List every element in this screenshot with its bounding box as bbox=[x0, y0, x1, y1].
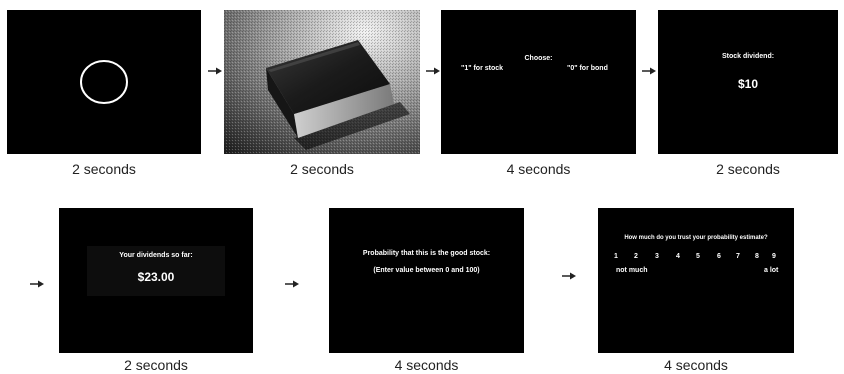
trust-scale-2: 2 bbox=[634, 253, 638, 260]
fixation-circle-icon bbox=[7, 10, 201, 154]
choice-screen: Choose: "1" for stock "0" for bond bbox=[441, 10, 636, 154]
trust-screen: How much do you trust your probability e… bbox=[598, 208, 794, 353]
total-screen: Your dividends so far: $23.00 bbox=[59, 208, 253, 353]
trust-scale-6: 6 bbox=[717, 253, 721, 260]
trust-scale-3: 3 bbox=[655, 253, 659, 260]
arrow-icon bbox=[30, 280, 44, 288]
trust-scale-1: 1 bbox=[614, 253, 618, 260]
book-image-screen bbox=[224, 10, 420, 154]
choice-option-bond: "0" for bond bbox=[567, 65, 608, 72]
dividend-screen: Stock dividend: $10 bbox=[658, 10, 838, 154]
choice-duration: 4 seconds bbox=[441, 161, 636, 177]
trust-high-anchor: a lot bbox=[764, 267, 778, 274]
book-photo bbox=[224, 10, 420, 154]
trust-scale-5: 5 bbox=[696, 253, 700, 260]
arrow-icon bbox=[208, 67, 222, 75]
probability-question: Probability that this is the good stock: bbox=[329, 250, 524, 257]
trust-scale-9: 9 bbox=[772, 253, 776, 260]
trust-scale: 1 2 3 4 5 6 7 8 9 bbox=[614, 253, 794, 263]
arrow-icon bbox=[642, 67, 656, 75]
trust-question: How much do you trust your probability e… bbox=[598, 235, 794, 241]
arrow-icon bbox=[426, 67, 440, 75]
fixation-duration: 2 seconds bbox=[7, 161, 201, 177]
probability-screen: Probability that this is the good stock:… bbox=[329, 208, 524, 353]
choice-heading: Choose: bbox=[441, 55, 636, 62]
probability-instruction: (Enter value between 0 and 100) bbox=[329, 267, 524, 274]
book-image-duration: 2 seconds bbox=[224, 161, 420, 177]
trust-duration: 4 seconds bbox=[598, 357, 794, 373]
fixation-screen bbox=[7, 10, 201, 154]
arrow-icon bbox=[562, 272, 576, 280]
trust-scale-8: 8 bbox=[755, 253, 759, 260]
dividend-heading: Stock dividend: bbox=[658, 53, 838, 60]
choice-option-stock: "1" for stock bbox=[461, 65, 503, 72]
trust-low-anchor: not much bbox=[616, 267, 648, 274]
total-box: Your dividends so far: $23.00 bbox=[87, 246, 225, 296]
trust-scale-7: 7 bbox=[736, 253, 740, 260]
total-duration: 2 seconds bbox=[59, 357, 253, 373]
arrow-icon bbox=[285, 280, 299, 288]
dividend-amount: $10 bbox=[658, 77, 838, 91]
total-amount: $23.00 bbox=[87, 270, 225, 284]
probability-duration: 4 seconds bbox=[329, 357, 524, 373]
trust-scale-4: 4 bbox=[676, 253, 680, 260]
dividend-duration: 2 seconds bbox=[658, 161, 838, 177]
total-heading: Your dividends so far: bbox=[87, 252, 225, 259]
